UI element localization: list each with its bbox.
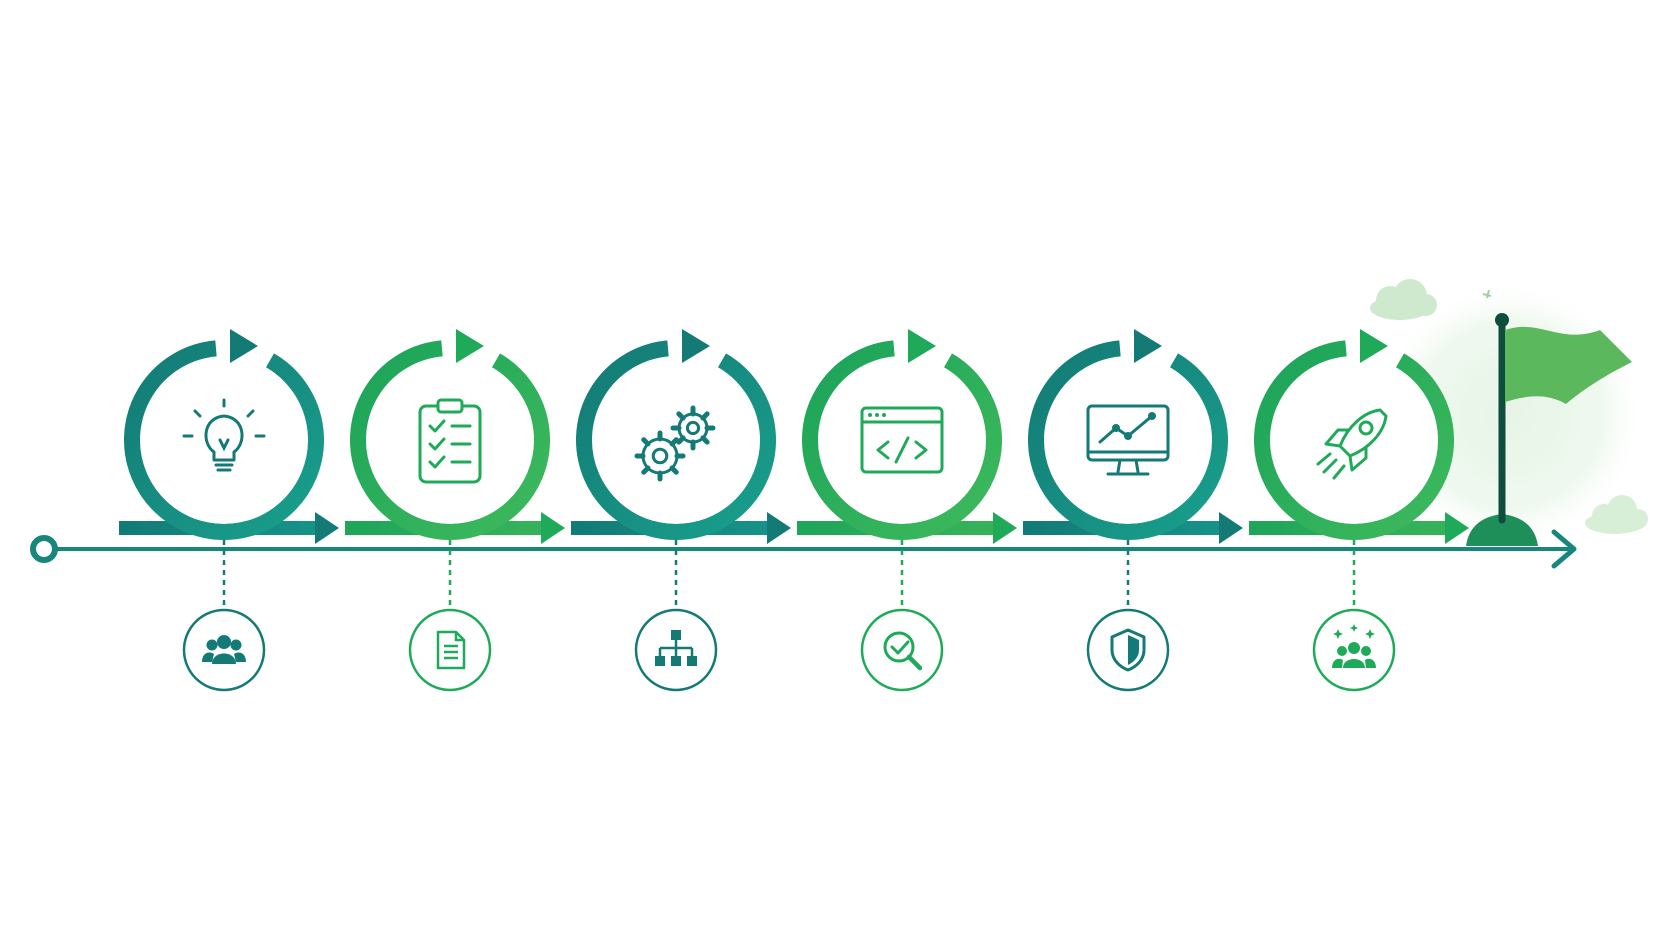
rocket-icon [1316,408,1388,480]
timeline-start-node [30,535,58,563]
stage-2 [345,329,565,692]
stage-bar-arrowhead-icon [993,512,1017,544]
hierarchy-icon [655,630,697,666]
stage-6 [1249,329,1469,692]
cloud-icon [1585,495,1648,534]
stage-4 [797,329,1017,692]
flag-icon [1505,326,1632,404]
goal-flag [1466,313,1632,546]
stage-bar-arrowhead-icon [1219,512,1243,544]
stage-cycle-arrowhead-icon [908,329,936,363]
document-icon [436,630,466,670]
stage-cycle-ring [1254,340,1454,540]
stage-1 [119,329,339,692]
stage-cycle-ring [802,340,1002,540]
stage-cycle-arrowhead-icon [682,329,710,363]
stage-cycle-ring [124,340,324,540]
lightbulb-icon [182,398,266,472]
shield-icon [1110,628,1146,672]
stage-sub-circle [408,608,492,692]
stage-3 [571,329,791,692]
stage-cycle-arrowhead-icon [456,329,484,363]
stage-ring-fill [818,356,986,524]
stage-cycle-ring [1028,340,1228,540]
stage-ring-fill [1270,356,1438,524]
magnifier-check-icon [883,631,923,671]
stage-bar-arrowhead-icon [541,512,565,544]
stage-bar-arrowhead-icon [315,512,339,544]
stage-ring-fill [140,356,308,524]
cloud-icon [1370,279,1437,320]
stage-ring-fill [366,356,534,524]
flag-pole-top [1495,313,1509,327]
sparkle-icon [1482,289,1492,299]
flag-mound [1466,514,1538,546]
stage-cycle-arrowhead-icon [230,329,258,363]
stage-sub-circle [182,608,266,692]
code-window-icon [860,406,944,474]
stage-bar-arrowhead-icon [1445,512,1469,544]
stage-cycle-ring [350,340,550,540]
stage-bar-arrowhead-icon [767,512,791,544]
team-icon [202,635,246,664]
team-sparkle-icon [1332,624,1376,668]
stages [119,329,1469,692]
stage-5 [1023,329,1243,692]
clipboard-checklist-icon [418,398,482,484]
monitor-chart-icon [1086,404,1170,476]
stage-cycle-arrowhead-icon [1134,329,1162,363]
stage-cycle-ring [576,340,776,540]
gears-icon [634,405,716,482]
stage-cycle-arrowhead-icon [1360,329,1388,363]
timeline-track [30,529,1577,569]
timeline-end-arrow-icon [1551,529,1577,569]
